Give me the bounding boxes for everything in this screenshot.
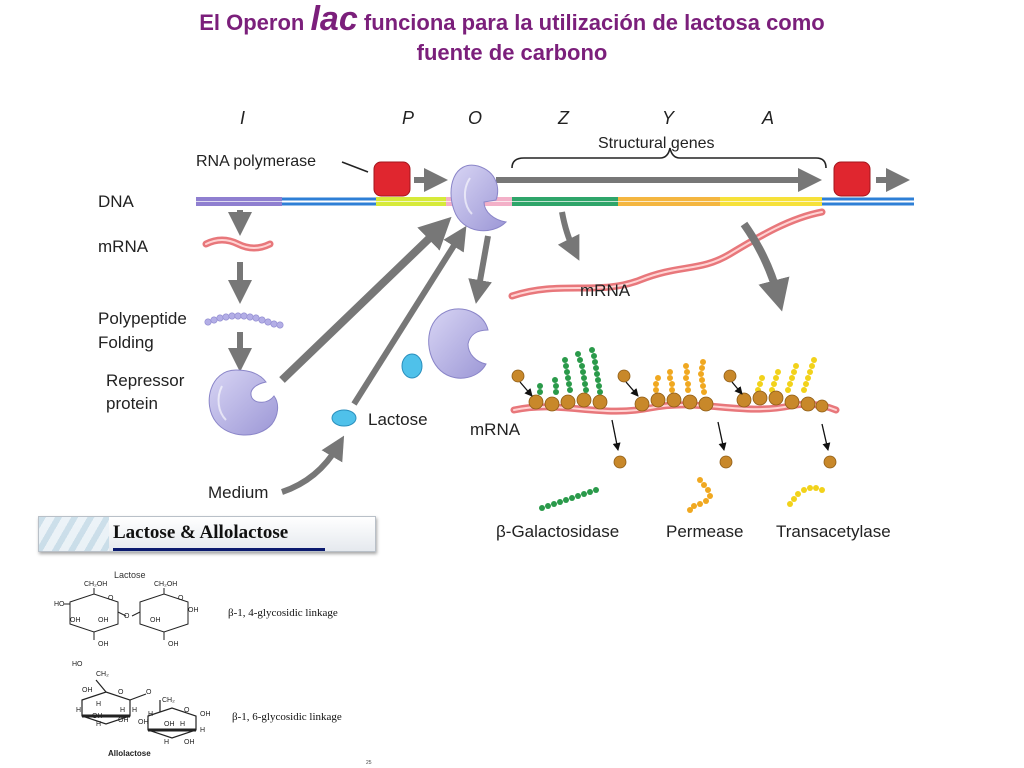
protein-label: protein bbox=[106, 394, 158, 413]
transacetylase-label: Transacetylase bbox=[776, 522, 891, 541]
svg-text:OH: OH bbox=[70, 617, 81, 624]
svg-text:H: H bbox=[180, 721, 185, 728]
svg-text:O: O bbox=[146, 689, 152, 696]
ribosomes-galactosidase bbox=[511, 347, 608, 412]
z-transcription-arrow bbox=[557, 211, 580, 261]
lactose-atom-labels: CH₂OH CH₂OH HO O O O OH OH OH OH OH OH bbox=[54, 581, 199, 648]
svg-text:CH₂: CH₂ bbox=[96, 671, 109, 678]
banner-decoration bbox=[39, 517, 109, 551]
medium-label: Medium bbox=[208, 483, 268, 502]
transacetylase-protein bbox=[787, 485, 825, 507]
svg-text:O: O bbox=[184, 707, 190, 714]
ribosomes-transacetylase bbox=[723, 357, 829, 413]
lactose-to-repressor-arrow bbox=[351, 225, 467, 406]
polypeptide-chain bbox=[204, 312, 284, 329]
svg-text:H: H bbox=[120, 707, 125, 714]
mrna-bottom-label: mRNA bbox=[470, 420, 521, 439]
svg-text:OH: OH bbox=[164, 721, 175, 728]
lactose-label: Lactose bbox=[368, 410, 428, 429]
svg-text:OH: OH bbox=[118, 717, 129, 724]
svg-text:H: H bbox=[96, 721, 101, 728]
svg-text:CH₂OH: CH₂OH bbox=[84, 581, 107, 588]
polypeptide-label: Polypeptide bbox=[98, 309, 187, 328]
rna-polymerase-start bbox=[373, 161, 411, 197]
medium-to-lactose-arrow bbox=[281, 435, 345, 495]
svg-text:OH: OH bbox=[150, 617, 161, 624]
folding-label: Folding bbox=[98, 333, 154, 352]
permease-label: Permease bbox=[666, 522, 743, 541]
svg-text:O: O bbox=[178, 595, 184, 602]
svg-text:H: H bbox=[164, 739, 169, 746]
svg-text:O: O bbox=[118, 689, 124, 696]
lactose-molecule bbox=[331, 409, 357, 427]
lactose-caption: Lactose bbox=[114, 570, 146, 580]
title-line1-after: funciona para la utilización de lactosa … bbox=[357, 10, 825, 35]
galactosidase-label: β-Galactosidase bbox=[496, 522, 619, 541]
svg-text:OH: OH bbox=[200, 711, 211, 718]
svg-text:OH: OH bbox=[98, 617, 109, 624]
svg-text:H: H bbox=[200, 727, 205, 734]
structural-genes-label: Structural genes bbox=[598, 135, 715, 152]
page-title: El Operon lac funciona para la utilizaci… bbox=[0, 2, 1024, 68]
svg-text:H: H bbox=[148, 711, 153, 718]
svg-text:CH₂: CH₂ bbox=[162, 697, 175, 704]
banner-underline bbox=[113, 548, 325, 551]
dna-strand bbox=[196, 197, 914, 206]
svg-text:OH: OH bbox=[168, 641, 179, 648]
released-ribosomes bbox=[611, 419, 837, 469]
title-line1-before: El Operon bbox=[199, 10, 311, 35]
repressor-release-arrow bbox=[468, 235, 492, 304]
banner-text: Lactose & Allolactose bbox=[113, 522, 289, 543]
allolactose-caption: Allolactose bbox=[108, 749, 151, 758]
permease-protein bbox=[687, 477, 713, 513]
linkage-2-label: β-1, 6-glycosidic linkage bbox=[232, 711, 342, 723]
svg-text:O: O bbox=[124, 613, 130, 620]
letter-a: A bbox=[761, 108, 774, 128]
svg-text:CH₂OH: CH₂OH bbox=[154, 581, 177, 588]
letter-o: O bbox=[468, 108, 482, 128]
letter-i: I bbox=[240, 108, 245, 128]
title-line2: fuente de carbono bbox=[416, 40, 608, 65]
svg-text:H: H bbox=[96, 701, 101, 708]
bound-lactose bbox=[401, 353, 423, 379]
structural-genes-brace bbox=[511, 147, 827, 169]
svg-text:OH: OH bbox=[188, 607, 199, 614]
inactive-repressor bbox=[428, 308, 489, 379]
ribosomes-permease bbox=[617, 359, 714, 412]
letter-p: P bbox=[402, 108, 414, 128]
dna-label: DNA bbox=[98, 192, 135, 211]
svg-text:OH: OH bbox=[184, 739, 195, 746]
translation-arrow bbox=[740, 221, 790, 312]
svg-text:H: H bbox=[76, 707, 81, 714]
galactosidase-protein bbox=[539, 487, 599, 511]
letter-y: Y bbox=[662, 108, 676, 128]
mrna-left-label: mRNA bbox=[98, 237, 149, 256]
repressor-binds-operator-arrow bbox=[279, 216, 452, 383]
rna-polymerase-pointer bbox=[341, 161, 369, 173]
free-repressor bbox=[208, 369, 279, 436]
rna-polymerase-label: RNA polymerase bbox=[196, 153, 316, 170]
lactose-allolactose-banner: Lactose & Allolactose bbox=[38, 516, 376, 552]
svg-text:OH: OH bbox=[82, 687, 93, 694]
operator-repressor bbox=[450, 164, 508, 232]
rna-polymerase-end bbox=[833, 161, 871, 197]
page-number: 25 bbox=[366, 760, 372, 766]
repressor-label: Repressor bbox=[106, 371, 185, 390]
svg-text:OH: OH bbox=[138, 719, 149, 726]
svg-text:OH: OH bbox=[98, 641, 109, 648]
svg-text:HO: HO bbox=[72, 661, 83, 668]
allolactose-structure bbox=[81, 679, 197, 739]
svg-text:H: H bbox=[132, 707, 137, 714]
svg-text:HO: HO bbox=[54, 601, 65, 608]
linkage-1-label: β-1, 4-glycosidic linkage bbox=[228, 607, 338, 619]
svg-text:OH: OH bbox=[92, 713, 103, 720]
mrna-right-label: mRNA bbox=[580, 281, 631, 300]
svg-text:O: O bbox=[108, 595, 114, 602]
lactose-structure bbox=[64, 588, 189, 640]
title-lac: lac bbox=[310, 0, 358, 38]
letter-z: Z bbox=[557, 108, 570, 128]
